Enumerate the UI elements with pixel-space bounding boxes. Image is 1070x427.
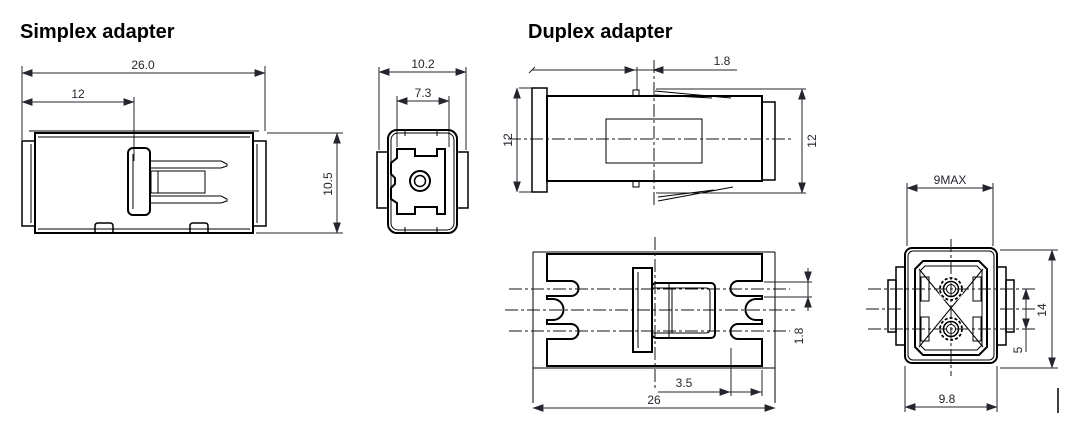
dim-simplex-flange-width: 10.2 xyxy=(411,57,435,71)
duplex-bottom-view: 1.8 3.5 26 xyxy=(505,237,812,412)
simplex-foot-right xyxy=(189,222,209,233)
simplex-front-left-flange xyxy=(376,151,389,209)
dim-simplex-length: 26.0 xyxy=(131,58,155,72)
duplex-front-view: 9MAX xyxy=(866,173,1059,413)
duplex-front-inner-frame xyxy=(914,260,988,356)
dim-simplex-body-width: 7.3 xyxy=(415,86,432,100)
simplex-latch-bar xyxy=(127,147,151,216)
simplex-front-body xyxy=(387,129,458,234)
simplex-ferrule-bore-inner xyxy=(413,174,427,188)
duplex-top-tab-upper xyxy=(632,89,640,97)
dim-duplex-port-pitch: 5 xyxy=(1011,346,1025,353)
dim-simplex-latch-offset: 12 xyxy=(71,87,85,101)
simplex-front-view: 10.2 7.3 xyxy=(376,57,469,234)
simplex-left-flange xyxy=(21,140,36,227)
dim-duplex-front-height: 14 xyxy=(1035,303,1049,317)
duplex-top-window xyxy=(605,118,703,164)
dim-duplex-slot-width: 1.8 xyxy=(792,327,806,344)
dim-duplex-slot-depth: 3.5 xyxy=(676,376,693,390)
duplex-top-left-flange xyxy=(531,87,548,193)
simplex-adapter-title: Simplex adapter xyxy=(20,21,175,43)
simplex-right-flange xyxy=(252,140,267,227)
simplex-side-view: 26.0 12 10.5 xyxy=(21,58,343,234)
duplex-latch-housing xyxy=(651,282,716,339)
duplex-clip-lower xyxy=(657,186,734,202)
duplex-bottom-body xyxy=(546,253,763,367)
duplex-front-right-flange xyxy=(996,266,1007,346)
dim-duplex-clip-offset: 1.8 xyxy=(714,54,731,68)
duplex-top-right-flange xyxy=(761,101,776,181)
duplex-clip-upper xyxy=(654,90,732,99)
dim-duplex-front-width: 9.8 xyxy=(939,392,956,406)
dim-simplex-height: 10.5 xyxy=(321,172,335,196)
simplex-ferrule-bore-outer xyxy=(409,170,431,192)
simplex-front-right-flange xyxy=(456,151,469,209)
simplex-foot-left xyxy=(94,222,114,233)
duplex-adapter-title: Duplex adapter xyxy=(528,21,673,43)
dim-duplex-height-left: 12 xyxy=(501,133,515,147)
simplex-latch-window xyxy=(150,170,206,194)
duplex-top-view: 1.8 12 12 xyxy=(501,54,819,205)
dim-duplex-length: 26 xyxy=(647,393,661,407)
dim-duplex-height-right: 12 xyxy=(805,134,819,148)
simplex-ferrule-housing xyxy=(390,148,446,215)
duplex-top-tab-lower xyxy=(632,180,640,188)
duplex-front-left-flange xyxy=(895,266,906,346)
dim-duplex-max-width: 9MAX xyxy=(934,173,967,187)
